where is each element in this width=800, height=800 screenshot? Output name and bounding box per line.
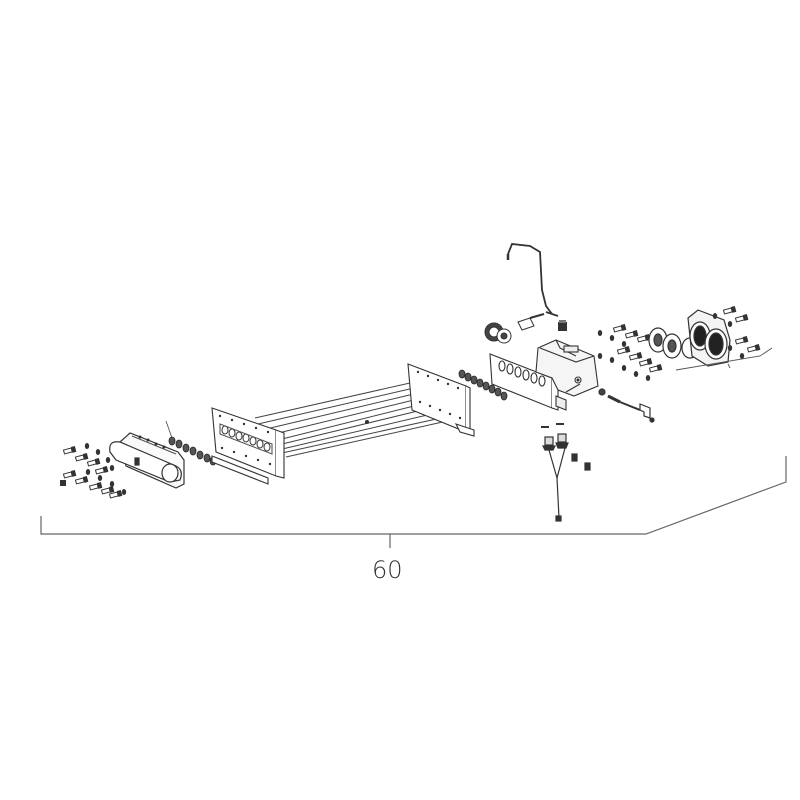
pump-head-manifold bbox=[489, 339, 599, 411]
callout-label: 60 bbox=[372, 556, 403, 584]
valve-fitting bbox=[484, 313, 545, 344]
seal-rings bbox=[648, 327, 699, 359]
sensor-rod bbox=[598, 388, 655, 423]
plug bbox=[558, 320, 567, 331]
right-o-ring-set bbox=[458, 369, 508, 401]
assembly-bracket-line bbox=[40, 456, 787, 548]
right-bolt-set bbox=[675, 305, 773, 371]
y-cable-sensors bbox=[541, 423, 591, 522]
bearing-housing bbox=[687, 309, 731, 367]
left-screw-set bbox=[60, 443, 127, 500]
tube-bundle-assembly bbox=[211, 363, 475, 485]
left-end-cap bbox=[109, 432, 185, 489]
bent-pipe bbox=[506, 243, 559, 317]
